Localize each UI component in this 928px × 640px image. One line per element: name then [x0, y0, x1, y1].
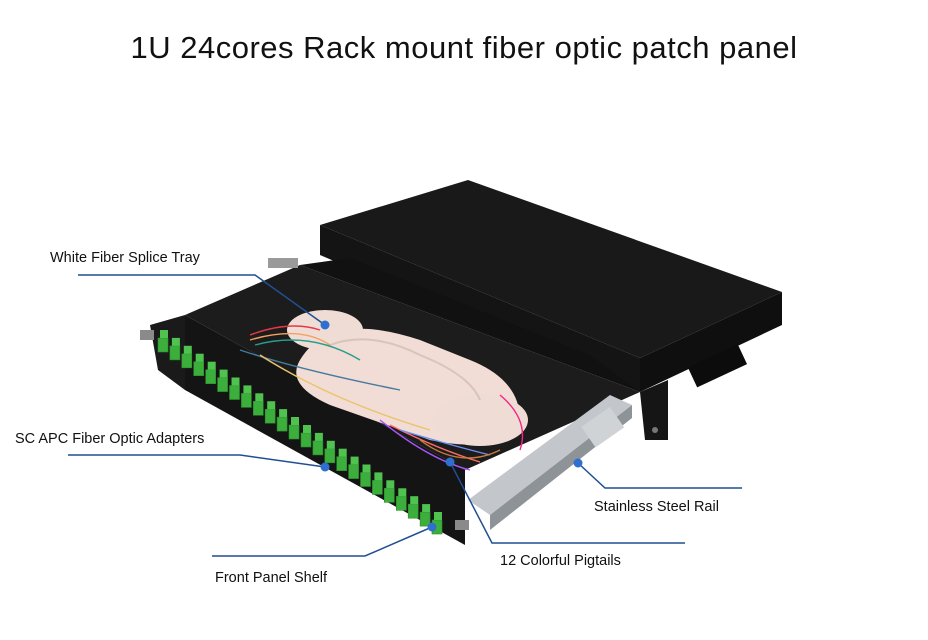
- sc-apc-adapter-back: [267, 401, 276, 410]
- callout-leaders: [68, 274, 742, 557]
- sc-apc-adapter-row: [157, 330, 443, 535]
- label-pigtails: 12 Colorful Pigtails: [500, 553, 621, 569]
- sc-apc-adapter-back: [207, 361, 216, 370]
- label-front-panel: Front Panel Shelf: [215, 570, 328, 586]
- sc-apc-adapter-back: [303, 425, 311, 433]
- label-splice-tray: White Fiber Splice Tray: [50, 250, 200, 266]
- sc-apc-adapter: [360, 472, 371, 487]
- sc-apc-adapter: [419, 511, 431, 527]
- sc-apc-adapter-back: [195, 353, 204, 362]
- sc-apc-adapter-back: [183, 345, 192, 354]
- page-title: 1U 24cores Rack mount fiber optic patch …: [130, 30, 798, 65]
- label-rail: Stainless Steel Rail: [594, 499, 719, 515]
- sc-apc-adapter-back: [219, 369, 228, 378]
- sc-apc-adapter: [288, 424, 300, 440]
- sc-apc-adapter: [193, 361, 204, 377]
- sc-apc-adapter: [395, 495, 407, 511]
- sc-apc-adapter-back: [314, 432, 323, 441]
- sc-apc-adapter: [407, 503, 419, 519]
- leader-pigtails: [449, 461, 685, 544]
- sc-apc-adapter-back: [398, 488, 407, 497]
- sc-apc-adapter: [241, 393, 252, 408]
- sc-apc-adapter-back: [434, 512, 442, 520]
- sc-apc-adapter-back: [374, 472, 383, 481]
- leader-rail: [577, 462, 742, 489]
- sc-apc-adapter: [324, 448, 336, 464]
- sc-apc-adapter-back: [410, 496, 419, 505]
- colorful-pigtails: [239, 325, 524, 471]
- sc-apc-adapter-back: [279, 409, 288, 418]
- sc-apc-adapter: [300, 432, 312, 448]
- splice-tray: [287, 310, 528, 446]
- callout-dots: [320, 320, 583, 532]
- label-adapters: SC APC Fiber Optic Adapters: [15, 431, 205, 447]
- sc-apc-adapter-back: [386, 480, 395, 489]
- front-thumbscrews: [140, 258, 469, 530]
- sc-apc-adapter-back: [422, 504, 431, 513]
- sc-apc-adapter-back: [291, 417, 299, 425]
- sc-apc-adapter: [169, 345, 181, 361]
- sc-apc-adapter: [205, 369, 216, 385]
- sc-apc-adapter-back: [243, 385, 252, 394]
- sc-apc-adapter-back: [338, 448, 347, 457]
- sc-apc-adapter-back: [326, 440, 335, 449]
- sc-apc-adapter: [181, 353, 193, 369]
- sc-apc-adapter-back: [362, 464, 371, 473]
- sc-apc-adapter: [253, 400, 264, 416]
- sc-apc-adapter: [229, 385, 240, 400]
- sc-apc-adapter: [312, 440, 324, 456]
- sc-apc-adapter: [383, 487, 395, 503]
- stainless-rail: [468, 395, 632, 530]
- sc-apc-adapter-back: [350, 456, 359, 465]
- leader-front-panel: [212, 526, 433, 557]
- sc-apc-adapter: [372, 480, 383, 495]
- sc-apc-adapter: [157, 337, 169, 353]
- sc-apc-adapter-back: [231, 377, 240, 386]
- right-rack-ear: [640, 344, 748, 440]
- sc-apc-adapter-back: [160, 330, 168, 338]
- sc-apc-adapter-back: [171, 337, 180, 346]
- leader-splice-tray: [78, 274, 326, 326]
- sc-apc-adapter-back: [255, 393, 264, 402]
- sc-apc-adapter: [276, 416, 288, 432]
- sc-apc-adapter: [348, 464, 359, 479]
- leader-adapters: [68, 454, 326, 468]
- sc-apc-adapter: [217, 377, 228, 392]
- sc-apc-adapter: [336, 456, 348, 472]
- sc-apc-adapter: [264, 408, 276, 424]
